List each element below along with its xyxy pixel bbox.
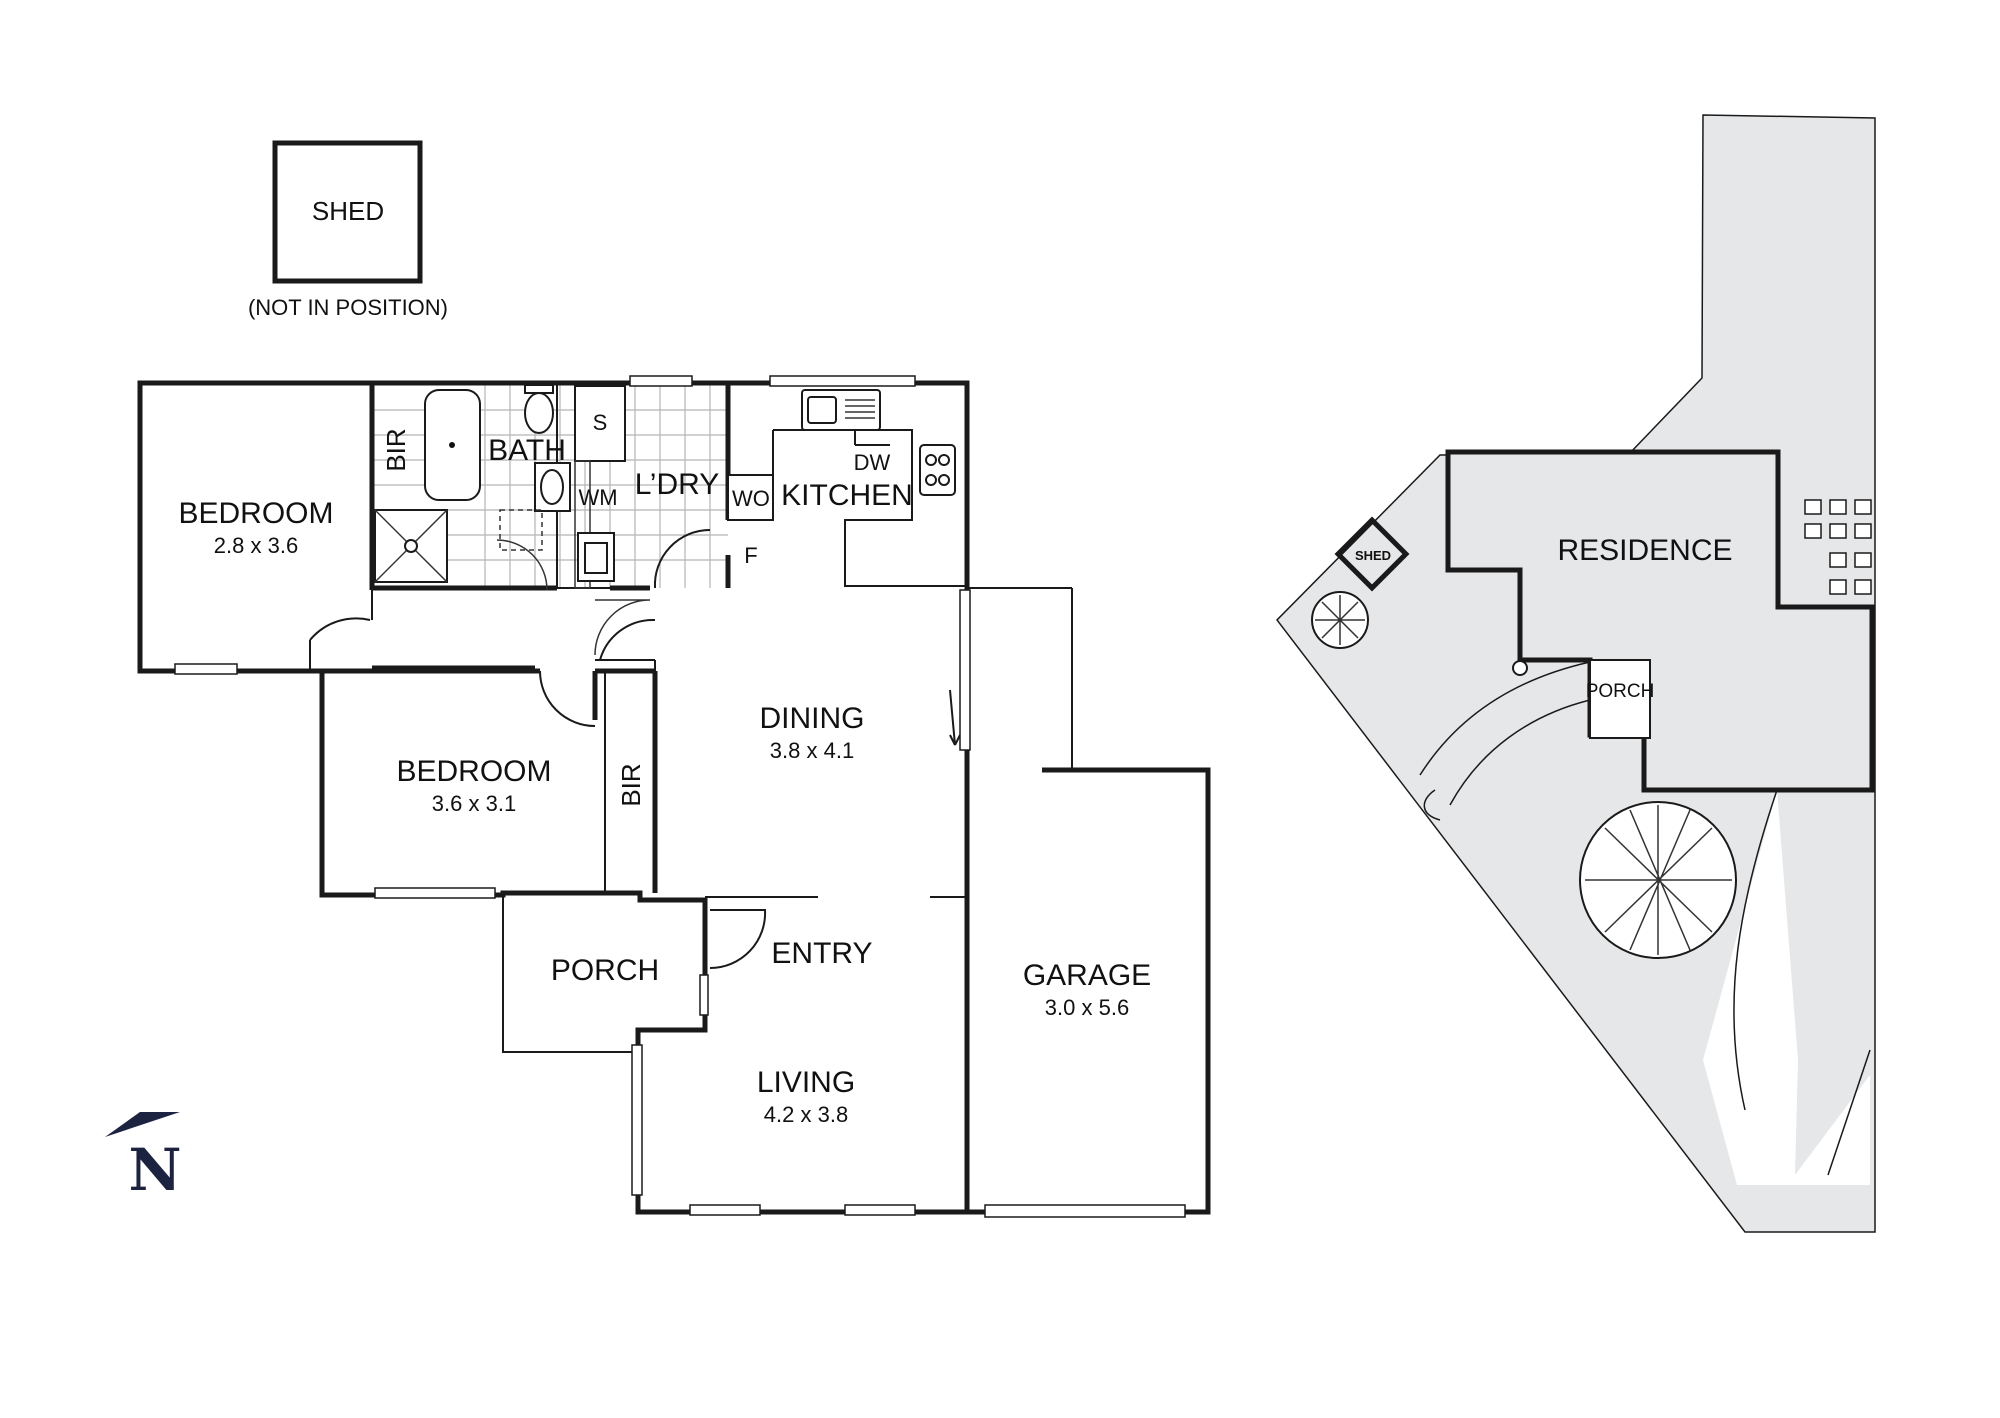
doors: [309, 528, 961, 1016]
garage-size: 3.0 x 5.6: [1045, 995, 1129, 1020]
north-arrow-icon: [105, 1112, 180, 1137]
bir2-label: BIR: [616, 763, 646, 806]
porch-outline: [502, 895, 638, 1053]
north-arrow: N: [105, 1112, 182, 1204]
kitchen-name: KITCHEN: [781, 479, 913, 512]
laundry-sink: [574, 385, 626, 462]
dining-size: 3.8 x 4.1: [770, 738, 854, 763]
site-shed-label: SHED: [1355, 548, 1391, 563]
windows: [174, 375, 1186, 1218]
bedroom1-name: BEDROOM: [178, 497, 333, 530]
bedroom2-size: 3.6 x 3.1: [432, 791, 516, 816]
wall-oven: [727, 474, 774, 521]
dw-label: DW: [854, 450, 891, 475]
bedroom1-size: 2.8 x 3.6: [214, 533, 298, 558]
site-porch-label: PORCH: [1586, 681, 1655, 702]
living-size: 4.2 x 3.8: [764, 1102, 848, 1127]
site-residence-label: RESIDENCE: [1557, 534, 1732, 567]
wm-label: WM: [578, 485, 617, 510]
shed-outline: [272, 140, 423, 284]
bedroom2-name: BEDROOM: [396, 755, 551, 788]
bath-name: BATH: [488, 434, 566, 467]
living-name: LIVING: [757, 1066, 855, 1099]
site-paving: [1804, 499, 1872, 595]
shed-note: (NOT IN POSITION): [248, 295, 448, 320]
wo-label: WO: [732, 486, 770, 511]
room-labels: BEDROOM 2.8 x 3.6 BEDROOM 3.6 x 3.1 DINI…: [178, 410, 1151, 1127]
laundry-name: L’DRY: [635, 468, 720, 501]
fridge-label: F: [744, 543, 757, 568]
cooktop: [919, 444, 956, 496]
site-tree-large: [1579, 801, 1737, 959]
site-tree-small: [1311, 591, 1369, 649]
toilet: [524, 392, 554, 434]
sink-label: S: [593, 410, 608, 435]
shed-label: SHED: [312, 196, 384, 226]
site-porch: [1589, 659, 1651, 739]
fixtures: [374, 384, 956, 589]
bir1-label: BIR: [381, 428, 411, 471]
entry-name: ENTRY: [771, 937, 872, 970]
site-shed: [1334, 516, 1410, 592]
floor-plan: BEDROOM 2.8 x 3.6 BEDROOM 3.6 x 3.1 DINI…: [137, 375, 1211, 1218]
porch-name: PORCH: [551, 954, 659, 987]
site-lot-outline: [1276, 114, 1876, 1233]
north-letter: N: [128, 1136, 181, 1204]
garage-name: GARAGE: [1023, 959, 1151, 992]
site-plan: SHED RESIDENCE PORCH: [1276, 114, 1876, 1233]
dining-name: DINING: [760, 702, 865, 735]
shed-block: SHED (NOT IN POSITION): [248, 140, 448, 320]
